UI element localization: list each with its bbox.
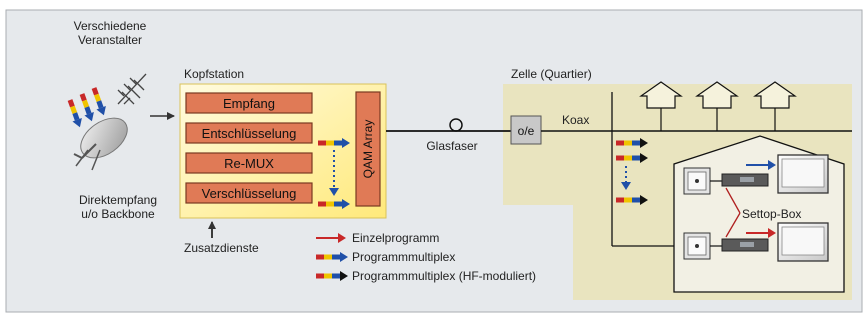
headend-block-remux: Re-MUX xyxy=(185,152,313,174)
settop-box-icon-1 xyxy=(721,173,769,187)
cell-multiplex-arrow-1 xyxy=(616,138,648,148)
svg-text:Re-MUX: Re-MUX xyxy=(224,156,274,171)
legend-single-swatch xyxy=(316,233,346,243)
legend-single-label: Einzelprogramm xyxy=(352,231,439,245)
svg-text:Verschlüsselung: Verschlüsselung xyxy=(202,186,297,201)
house-icon-3 xyxy=(753,81,797,109)
additional-services-label: Zusatzdienste xyxy=(184,241,259,255)
fiber-coil-icon xyxy=(449,118,463,132)
oe-label: o/e xyxy=(518,124,535,138)
headend-block-receive: Empfang xyxy=(185,92,313,114)
cell-dotted-arrow xyxy=(621,166,631,190)
coax-label: Koax xyxy=(562,113,589,127)
fiber-label: Glasfaser xyxy=(426,139,477,153)
cell-multiplex-arrow-3 xyxy=(616,195,648,205)
settop-box-icon-2 xyxy=(721,238,769,252)
settop-label: Settop-Box xyxy=(742,207,801,221)
direct-label-2: u/o Backbone xyxy=(81,207,155,221)
single-program-arrow-red xyxy=(746,228,776,238)
source-label-2: Veranstalter xyxy=(78,33,142,47)
headend-block-encrypt: Verschlüsselung xyxy=(185,182,313,204)
qam-label: QAM Array xyxy=(361,120,375,179)
direct-label-1: Direktempfang xyxy=(79,193,157,207)
source-label-1: Verschiedene xyxy=(74,19,147,33)
settop-pointer-2 xyxy=(725,212,741,238)
svg-text:Entschlüsselung: Entschlüsselung xyxy=(202,126,297,141)
svg-text:Empfang: Empfang xyxy=(223,96,275,111)
headend-block-decrypt: Entschlüsselung xyxy=(185,122,313,144)
house-icon-2 xyxy=(695,81,739,109)
legend: Einzelprogramm Programmmultiplex Program… xyxy=(316,231,536,283)
satellite-dish-icon xyxy=(73,117,128,171)
legend-multiplex-swatch xyxy=(316,252,348,262)
cell-multiplex-arrow-2 xyxy=(616,153,648,163)
source-signal-arrows xyxy=(67,87,106,128)
tv-icon-1 xyxy=(777,154,829,194)
headend-multiplex-arrow-top xyxy=(318,138,350,148)
headend-dotted-arrow xyxy=(329,150,339,196)
oe-converter xyxy=(510,115,542,145)
settop-pointer-1 xyxy=(725,187,741,214)
house-icon-1 xyxy=(639,81,683,109)
legend-multiplex-hf-swatch xyxy=(316,271,348,281)
legend-multiplex-hf-label: Programmmultiplex (HF-moduliert) xyxy=(352,269,536,283)
headend-title: Kopfstation xyxy=(184,67,244,81)
antenna-icon xyxy=(117,73,147,105)
single-program-arrow-blue xyxy=(746,160,776,170)
qam-array xyxy=(355,91,381,207)
tv-icon-2 xyxy=(777,222,829,262)
wall-socket-icon-2 xyxy=(683,232,711,260)
headend-multiplex-arrow-bottom xyxy=(318,199,350,209)
cell-title: Zelle (Quartier) xyxy=(511,67,592,81)
wall-socket-icon-1 xyxy=(683,167,711,195)
legend-multiplex-label: Programmmultiplex xyxy=(352,250,455,264)
